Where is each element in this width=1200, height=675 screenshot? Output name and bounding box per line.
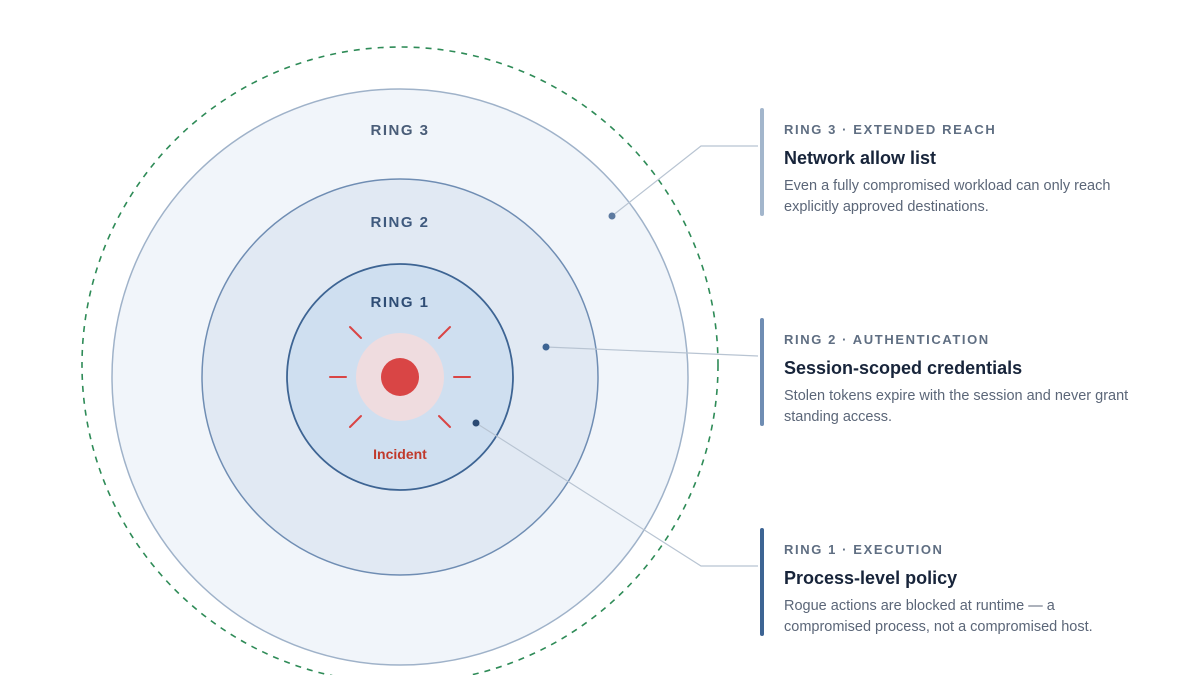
ring-3-eyebrow: RING 3 · EXTENDED REACH (784, 122, 997, 137)
incident-label: Incident (373, 446, 427, 462)
leader-dot-ring-3 (608, 212, 616, 220)
ring-3-title: Network allow list (784, 148, 937, 168)
leader-line-ring-2 (545, 346, 759, 357)
leader-dot-ring-1 (472, 419, 480, 427)
ring-1-accent-bar (760, 528, 764, 636)
ring-2-eyebrow: RING 2 · AUTHENTICATION (784, 332, 990, 347)
ring-2-description: Stolen tokens expire with the session an… (784, 388, 1129, 425)
ring-1-description: Rogue actions are blocked at runtime — a… (784, 598, 1093, 635)
ring-1-eyebrow: RING 1 · EXECUTION (784, 542, 944, 557)
incident-core (381, 358, 419, 396)
ring-2-callout: RING 2 · AUTHENTICATION Session-scoped c… (760, 318, 1160, 426)
outer-boundary-dashed (81, 46, 719, 675)
ring-2-label: RING 2 (370, 214, 429, 231)
leader-dot-ring-2 (542, 343, 550, 351)
ring-2-title: Session-scoped credentials (784, 358, 1023, 378)
ring-2-accent-bar (760, 318, 764, 426)
ring-1-label: RING 1 (370, 294, 429, 311)
ring-1-title: Process-level policy (784, 568, 958, 588)
ring-1-callout: RING 1 · EXECUTION Process-level policy … (760, 528, 1160, 636)
ring-3-label: RING 3 (370, 122, 429, 139)
leader-line-ring-3 (611, 145, 758, 217)
incident-burst-icon (329, 326, 471, 428)
leader-line-ring-1 (475, 422, 758, 567)
ring-3-callout: RING 3 · EXTENDED REACH Network allow li… (760, 108, 1160, 216)
ring-3-description: Even a fully compromised workload can on… (784, 178, 1111, 215)
ring-3-accent-bar (760, 108, 764, 216)
